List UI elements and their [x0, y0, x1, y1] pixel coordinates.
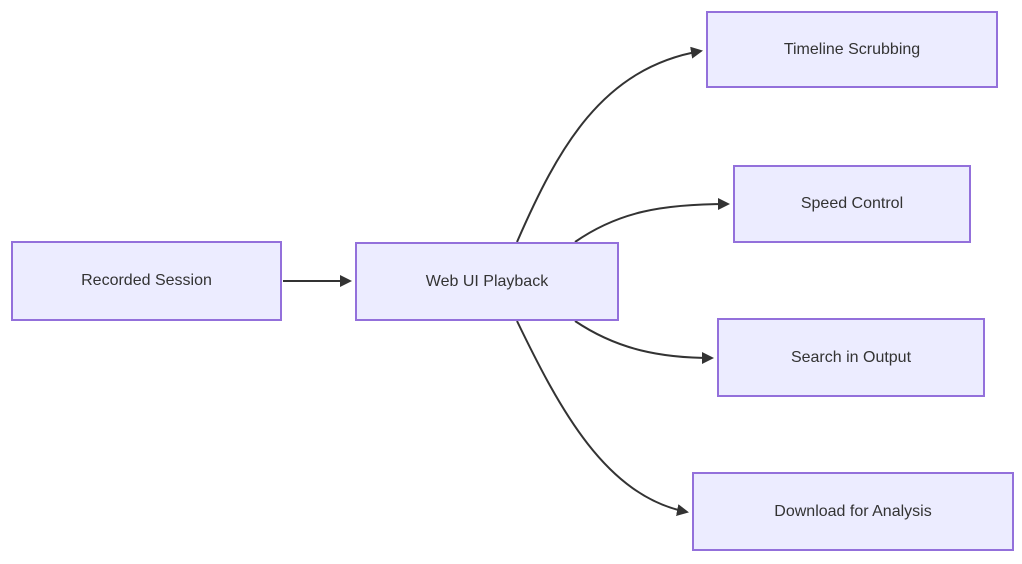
edge-playback-to-timeline	[516, 46, 703, 243]
node-search-in-output: Search in Output	[717, 318, 985, 397]
edge-playback-to-download	[516, 320, 689, 516]
node-download-for-analysis-label: Download for Analysis	[774, 502, 932, 520]
node-speed-control-label: Speed Control	[800, 195, 904, 212]
node-recorded-session: Recorded Session	[11, 241, 282, 321]
node-speed-control: Speed Control	[733, 165, 971, 243]
node-web-ui-playback: Web UI Playback	[355, 242, 619, 321]
edge-playback-to-speed	[574, 198, 730, 243]
node-recorded-session-label: Recorded Session	[81, 272, 212, 289]
edge-playback-to-search	[574, 320, 714, 364]
node-web-ui-playback-label: Web UI Playback	[425, 272, 549, 290]
node-download-for-analysis: Download for Analysis	[692, 472, 1014, 551]
node-timeline-scrubbing: Timeline Scrubbing	[706, 11, 998, 88]
node-timeline-scrubbing-label: Timeline Scrubbing	[783, 40, 921, 58]
node-search-in-output-label: Search in Output	[790, 348, 912, 366]
